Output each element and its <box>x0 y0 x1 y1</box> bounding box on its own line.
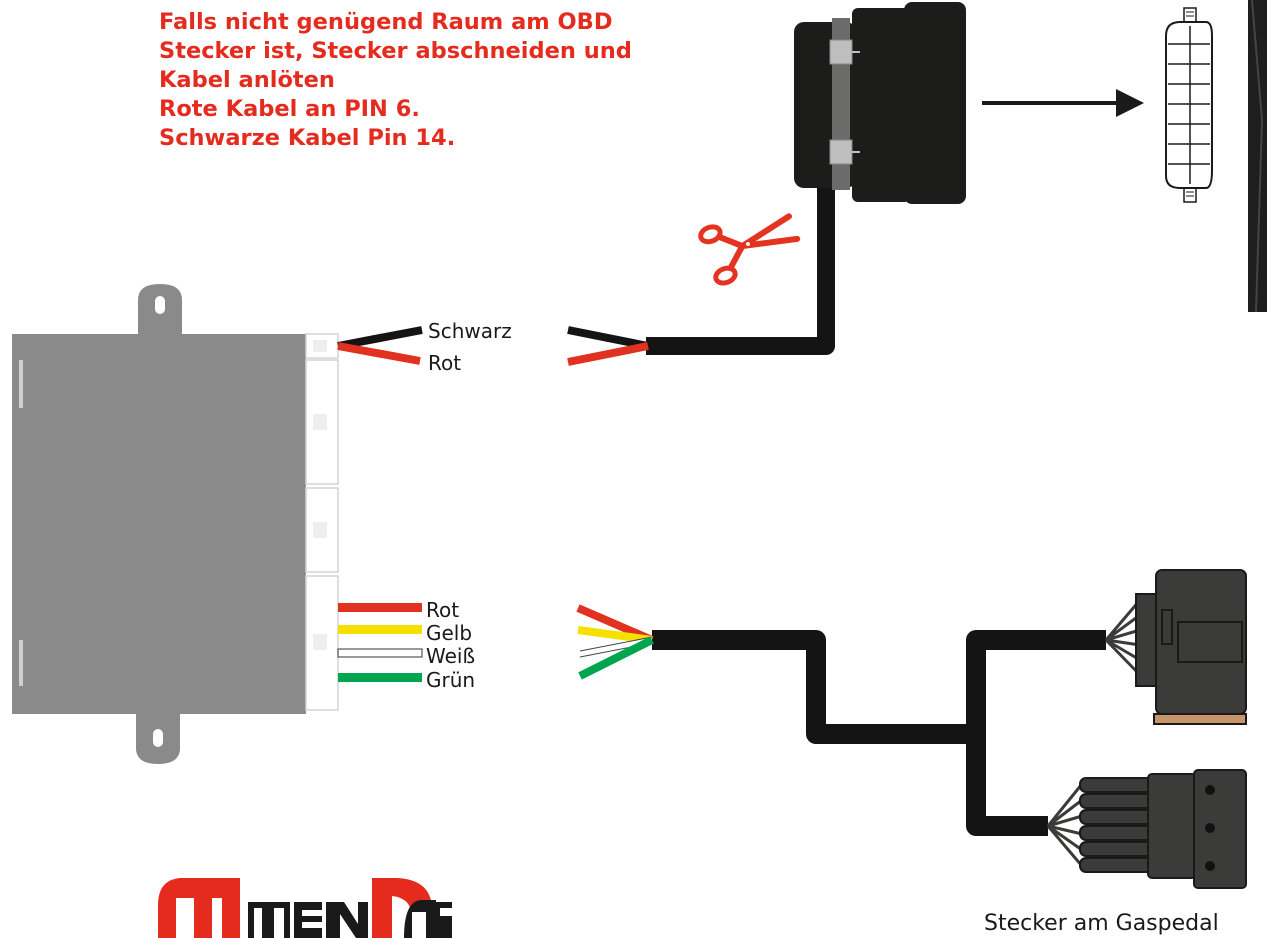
label-schwarz: Schwarz <box>428 319 512 343</box>
module-body <box>12 334 306 714</box>
pedal-connector-lower <box>1046 769 1247 889</box>
signal-yellow-wire <box>338 625 422 634</box>
background-photo-edge <box>1248 0 1267 313</box>
signal-green-wire <box>338 673 422 682</box>
instruction-line-5: Schwarze Kabel Pin 14. <box>159 125 456 151</box>
label-rot-power: Rot <box>428 351 461 375</box>
label-gruen: Grün <box>426 668 475 692</box>
pedal-connector-upper <box>1104 569 1247 725</box>
label-weiss: Weiß <box>426 644 475 668</box>
instruction-line-2: Stecker ist, Stecker abschneiden und <box>159 38 632 64</box>
obd-pinout-icon <box>1165 7 1213 203</box>
label-gelb: Gelb <box>426 621 472 645</box>
black-wire <box>337 326 423 350</box>
signal-white-wire <box>337 648 423 658</box>
altendorf-logo <box>158 878 452 938</box>
instruction-line-3: Kabel anlöten <box>159 67 335 93</box>
instruction-line-4: Rote Kabel an PIN 6. <box>159 96 420 122</box>
obd-cable <box>567 178 835 366</box>
label-rot-signal: Rot <box>426 598 459 622</box>
control-module <box>12 284 339 764</box>
signal-red-wire <box>338 603 422 612</box>
scissors-icon <box>698 213 801 286</box>
instruction-text: Falls nicht genügend Raum am OBD Stecker… <box>159 8 632 153</box>
obd-connector <box>794 2 966 204</box>
cut-red-wire <box>567 342 649 366</box>
power-wires-module: Schwarz Rot <box>337 319 512 375</box>
instruction-line-1: Falls nicht genügend Raum am OBD <box>159 9 613 35</box>
pedal-caption: Stecker am Gaspedal <box>984 911 1219 936</box>
pedal-harness <box>576 604 1106 836</box>
signal-wires-module: Rot Gelb Weiß Grün <box>337 598 475 692</box>
red-wire <box>337 342 421 365</box>
arrow-icon <box>982 89 1144 117</box>
cut-black-wire <box>567 326 649 350</box>
